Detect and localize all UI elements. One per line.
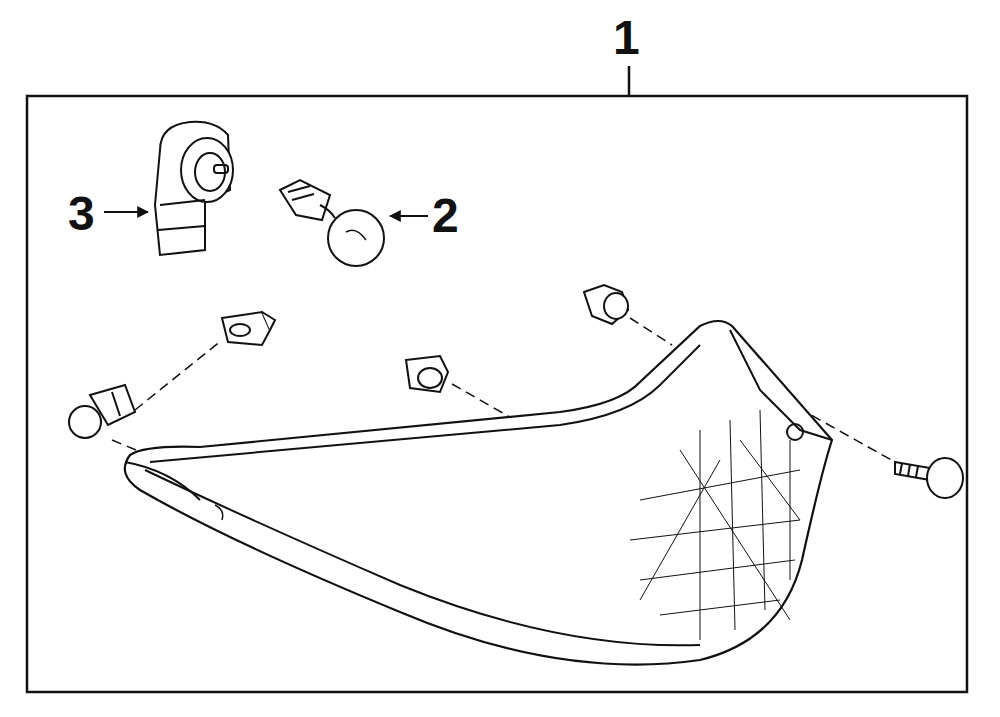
wedge-bulb [280,180,384,266]
retainer-clip [584,285,628,324]
bulb-socket [155,122,233,255]
retainer-clip [406,356,448,392]
leader-arrow [104,211,148,213]
group-frame [27,96,967,692]
callout-number: 1 [613,14,640,62]
callout-number: 3 [68,190,95,238]
leader-arrow [390,215,428,217]
screw [895,458,963,498]
lamp-housing [125,321,832,665]
small-bulb-socket [69,385,135,438]
retainer-clip [222,312,275,345]
callout-number: 2 [432,192,459,240]
leader-line [628,66,631,96]
